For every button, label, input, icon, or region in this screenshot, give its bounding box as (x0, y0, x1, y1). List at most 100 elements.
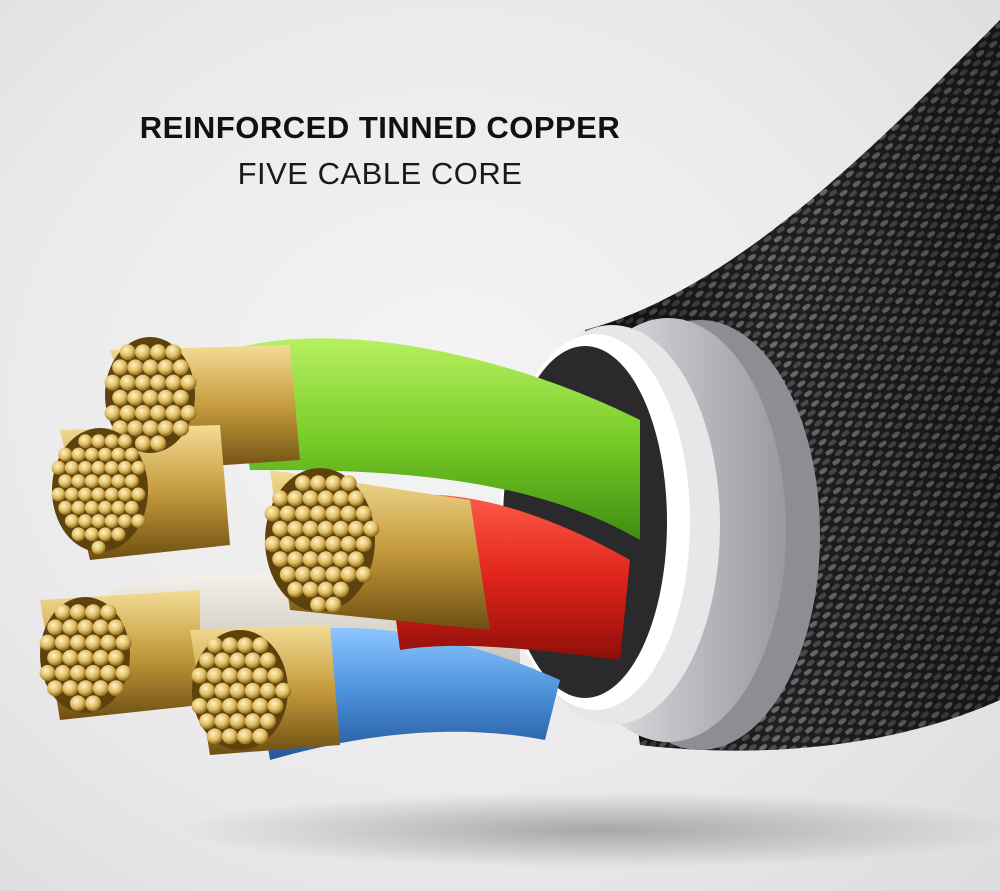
copper-strand (264, 505, 281, 522)
copper-strand (264, 536, 281, 552)
copper-strand (340, 536, 357, 552)
copper-strand (78, 434, 93, 449)
copper-strand (214, 713, 231, 730)
copper-strand (199, 682, 216, 699)
copper-strand (173, 359, 189, 376)
copper-strand (214, 652, 231, 669)
copper-strand (310, 505, 327, 522)
copper-strand (111, 527, 126, 542)
copper-strand (272, 490, 289, 507)
copper-strand (272, 520, 289, 537)
copper-strand (62, 649, 79, 666)
copper-strand (47, 680, 64, 697)
copper-strand (287, 490, 304, 507)
copper-strand (340, 505, 357, 522)
copper-strand (295, 475, 311, 492)
copper-strand (302, 581, 319, 598)
copper-strand (229, 682, 246, 699)
copper-strand (124, 447, 139, 462)
copper-strand (78, 514, 93, 529)
copper-strand (54, 665, 71, 681)
copper-strand (317, 581, 334, 598)
copper-strand (302, 551, 319, 568)
copper-strand (91, 540, 106, 555)
copper-strand (51, 460, 66, 475)
copper-strand (92, 619, 109, 636)
copper-strand (47, 649, 64, 666)
copper-strand (173, 389, 189, 406)
copper-strand (310, 475, 327, 492)
copper-strand (108, 619, 124, 636)
copper-strand (206, 728, 223, 745)
copper-strand (135, 344, 151, 361)
copper-strand (118, 514, 133, 529)
copper-strand (310, 566, 327, 583)
copper-strand (260, 713, 276, 730)
copper-strand (244, 652, 261, 669)
copper-strand (111, 474, 126, 489)
copper-strand (340, 475, 357, 492)
copper-strand (252, 667, 269, 684)
copper-strand (85, 634, 102, 651)
copper-strand (252, 728, 269, 745)
copper-strand (131, 514, 146, 529)
copper-strand (150, 405, 167, 421)
copper-strand (244, 713, 261, 730)
copper-strand (222, 728, 238, 745)
copper-strand (252, 637, 269, 654)
copper-strand (71, 500, 86, 515)
copper-strand (302, 520, 319, 537)
copper-strand (348, 520, 365, 537)
copper-strand (310, 536, 327, 552)
copper-strand (229, 713, 246, 730)
copper-strand (54, 604, 71, 621)
copper-strand (84, 527, 99, 542)
copper-strand (165, 344, 182, 361)
copper-strand (85, 665, 102, 681)
copper-strand (150, 374, 167, 391)
copper-strand (157, 420, 174, 437)
copper-strand (135, 435, 151, 452)
copper-strand (104, 460, 119, 475)
copper-strand (191, 698, 208, 714)
copper-strand (98, 527, 113, 542)
copper-strand (157, 359, 174, 376)
copper-strand (71, 527, 86, 542)
copper-strand (348, 551, 365, 568)
copper-strand (165, 405, 182, 421)
copper-strand (58, 474, 73, 489)
copper-strand (112, 359, 129, 376)
copper-strand (127, 420, 144, 437)
copper-strand (98, 447, 113, 462)
copper-strand (131, 487, 146, 502)
copper-strand (71, 474, 86, 489)
copper-strand (222, 637, 238, 654)
copper-strand (84, 474, 99, 489)
copper-strand (317, 490, 334, 507)
copper-strand (150, 435, 167, 452)
copper-strand (267, 698, 284, 714)
copper-strand (92, 649, 109, 666)
copper-strand (287, 520, 304, 537)
copper-strand (295, 505, 311, 522)
copper-strand (206, 667, 223, 684)
copper-strand (70, 604, 86, 621)
copper-strand (142, 420, 159, 437)
copper-strand (92, 680, 109, 697)
copper-strand (173, 420, 189, 437)
copper-strand (124, 474, 139, 489)
copper-strand (325, 475, 342, 492)
copper-strand (355, 536, 372, 552)
copper-strand (118, 487, 133, 502)
copper-strand (180, 405, 197, 421)
copper-strand (84, 500, 99, 515)
copper-strand (180, 374, 197, 391)
copper-strand (85, 604, 102, 621)
copper-strand (78, 460, 93, 475)
copper-strand (279, 536, 296, 552)
copper-strand (91, 487, 106, 502)
copper-strand (100, 634, 117, 651)
copper-strand (119, 374, 136, 391)
copper-strand (58, 500, 73, 515)
copper-strand (237, 667, 254, 684)
